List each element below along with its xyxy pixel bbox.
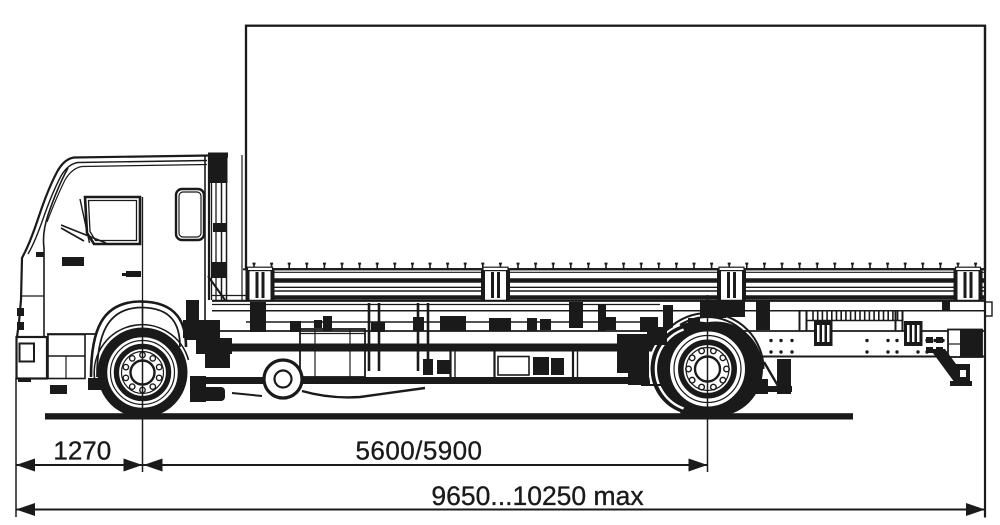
- svg-text:9650...10250 max: 9650...10250 max: [431, 481, 643, 511]
- svg-text:5600/5900: 5600/5900: [356, 436, 483, 466]
- svg-text:1270: 1270: [53, 436, 111, 466]
